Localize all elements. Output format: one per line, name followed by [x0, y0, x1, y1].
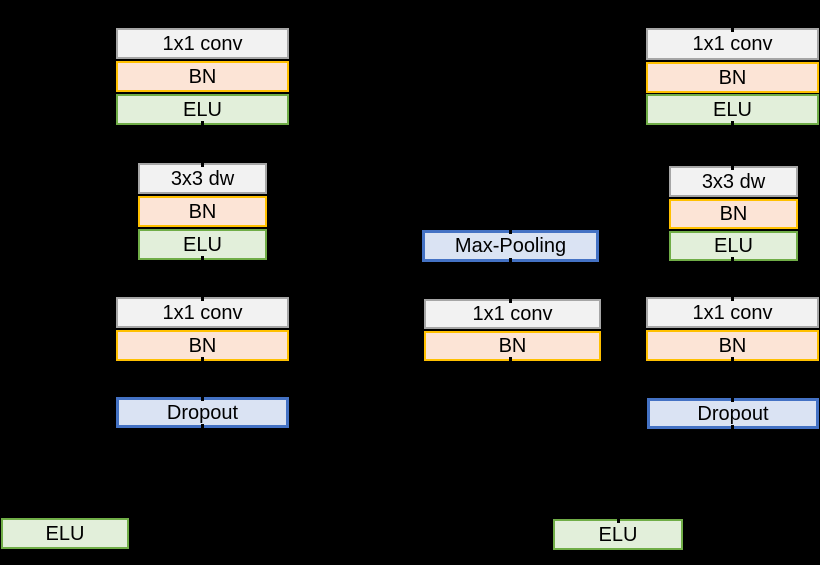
middle-conv-node: 1x1 conv	[424, 299, 601, 329]
connector-arrow-tick	[731, 163, 734, 170]
right-bn1-node: BN	[646, 62, 819, 93]
middle-output-elu-node: ELU	[553, 519, 683, 550]
left-elu1-node: ELU	[116, 94, 289, 125]
left-bn3-node: BN	[116, 330, 289, 361]
connector-arrow-tick	[509, 357, 512, 364]
connector-arrow-tick	[731, 425, 734, 432]
right-elu1-node: ELU	[646, 94, 819, 125]
left-output-elu-node: ELU	[1, 518, 129, 549]
left-dw-node: 3x3 dw	[138, 163, 267, 194]
connector-arrow-tick	[731, 395, 734, 402]
connector-arrow-tick	[201, 160, 204, 167]
connector-arrow-tick	[201, 424, 204, 431]
connector-arrow-tick	[731, 121, 734, 128]
right-conv2-node: 1x1 conv	[646, 297, 819, 328]
left-conv1-node: 1x1 conv	[116, 28, 289, 59]
connector-arrow-tick	[731, 257, 734, 264]
right-bn2-node: BN	[669, 199, 798, 229]
connector-arrow-tick	[617, 516, 620, 523]
connector-arrow-tick	[731, 294, 734, 301]
left-conv2-node: 1x1 conv	[116, 297, 289, 328]
connector-arrow-tick	[201, 394, 204, 401]
connector-arrow-tick	[509, 296, 512, 303]
middle-bn-node: BN	[424, 331, 601, 361]
left-bn1-node: BN	[116, 61, 289, 92]
connector-arrow-tick	[509, 227, 512, 234]
connector-arrow-tick	[509, 258, 512, 265]
connector-arrow-tick	[201, 256, 204, 263]
right-elu2-node: ELU	[669, 231, 798, 261]
connector-arrow-tick	[731, 25, 734, 32]
connector-arrow-tick	[731, 357, 734, 364]
left-bn2-node: BN	[138, 196, 267, 227]
connector-arrow-tick	[201, 121, 204, 128]
connector-arrow-tick	[201, 357, 204, 364]
connector-arrow-tick	[201, 294, 204, 301]
right-conv1-node: 1x1 conv	[646, 28, 819, 60]
right-dw-node: 3x3 dw	[669, 166, 798, 197]
